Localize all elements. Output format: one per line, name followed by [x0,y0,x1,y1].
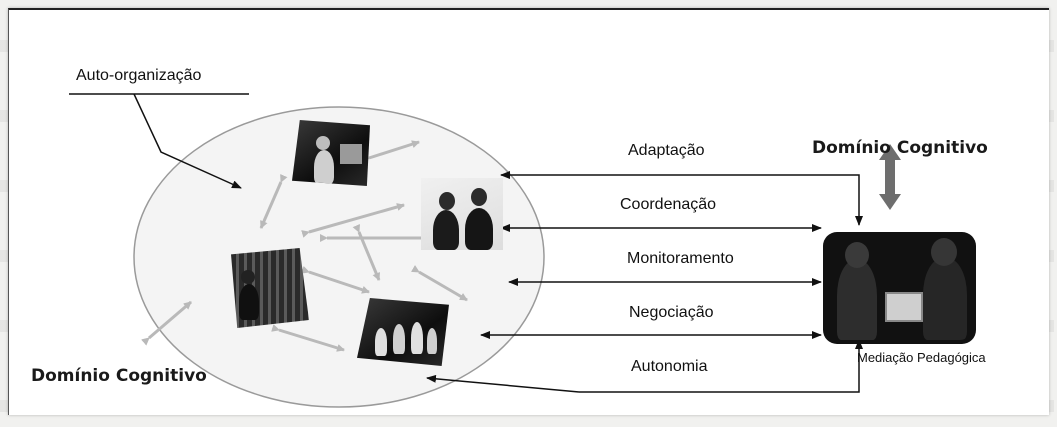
process-label-adaptacao: Adaptação [628,142,705,159]
autonomia-arrow-left [426,374,580,393]
process-label-coordenacao: Coordenação [620,196,717,213]
internal-double-arrows [141,140,468,352]
photo-computer-user [292,120,370,186]
process-arrows [426,171,863,393]
process-label-negociacao: Negociação [629,304,714,321]
adaptacao-arrow-right [579,174,863,226]
autonomia-arrow-right [579,339,863,393]
auto-organizacao-label: Auto-organização [76,67,202,84]
auto-organizacao-arrow [133,93,242,189]
cognitive-mediation-double-arrow [879,144,901,210]
dominio-cognitivo-top-label: Domínio Cognitivo [812,138,988,158]
mediacao-pedagogica-label: Mediação Pedagógica [857,350,986,365]
photo-mediation-dialogue [827,236,972,340]
photo-two-businessmen [421,178,503,250]
photo-classroom-group [357,298,449,366]
photo-library-reader [231,248,309,328]
process-label-monitoramento: Monitoramento [627,250,734,267]
dominio-cognitivo-bottom-label: Domínio Cognitivo [31,366,207,386]
process-label-autonomia: Autonomia [631,358,708,375]
diagram-panel: Auto-organização Domínio Cognitivo Domín… [8,8,1049,415]
